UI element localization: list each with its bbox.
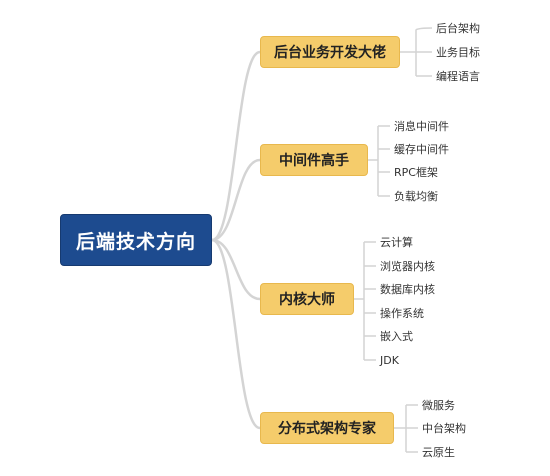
leaf-node[interactable]: 微服务 <box>422 399 455 412</box>
leaf-node[interactable]: 缓存中间件 <box>394 143 449 156</box>
branch-node-distributed-architecture[interactable]: 分布式架构专家 <box>260 412 394 444</box>
leaf-node[interactable]: 嵌入式 <box>380 330 413 343</box>
leaf-node[interactable]: RPC框架 <box>394 166 438 179</box>
branch-node-middleware[interactable]: 中间件高手 <box>260 144 368 176</box>
branch-node-kernel[interactable]: 内核大师 <box>260 283 354 315</box>
leaf-node[interactable]: 云计算 <box>380 236 413 249</box>
leaf-node[interactable]: 浏览器内核 <box>380 260 435 273</box>
connector-branch-3-leaves <box>354 241 376 361</box>
leaf-node[interactable]: 中台架构 <box>422 422 466 435</box>
leaf-node[interactable]: 操作系统 <box>380 307 424 320</box>
connector-root-branch-4 <box>211 238 261 430</box>
leaf-node[interactable]: 负载均衡 <box>394 190 438 203</box>
connector-branch-1-leaves <box>400 27 433 77</box>
root-node[interactable]: 后端技术方向 <box>60 214 212 266</box>
connector-branch-2-leaves <box>368 125 390 197</box>
leaf-node[interactable]: 消息中间件 <box>394 120 449 133</box>
leaf-node[interactable]: 编程语言 <box>436 70 480 83</box>
branch-node-backend-business[interactable]: 后台业务开发大佬 <box>260 36 400 68</box>
leaf-node[interactable]: 业务目标 <box>436 46 480 59</box>
leaf-node[interactable]: 后台架构 <box>436 22 480 35</box>
leaf-node[interactable]: 数据库内核 <box>380 283 435 296</box>
connector-branch-4-leaves <box>394 404 418 453</box>
connector-root-branch-3 <box>211 238 261 301</box>
leaf-node[interactable]: 云原生 <box>422 446 455 459</box>
connector-root-branch-1 <box>211 50 261 242</box>
connector-root-branch-2 <box>211 158 261 242</box>
leaf-node[interactable]: JDK <box>380 354 399 367</box>
